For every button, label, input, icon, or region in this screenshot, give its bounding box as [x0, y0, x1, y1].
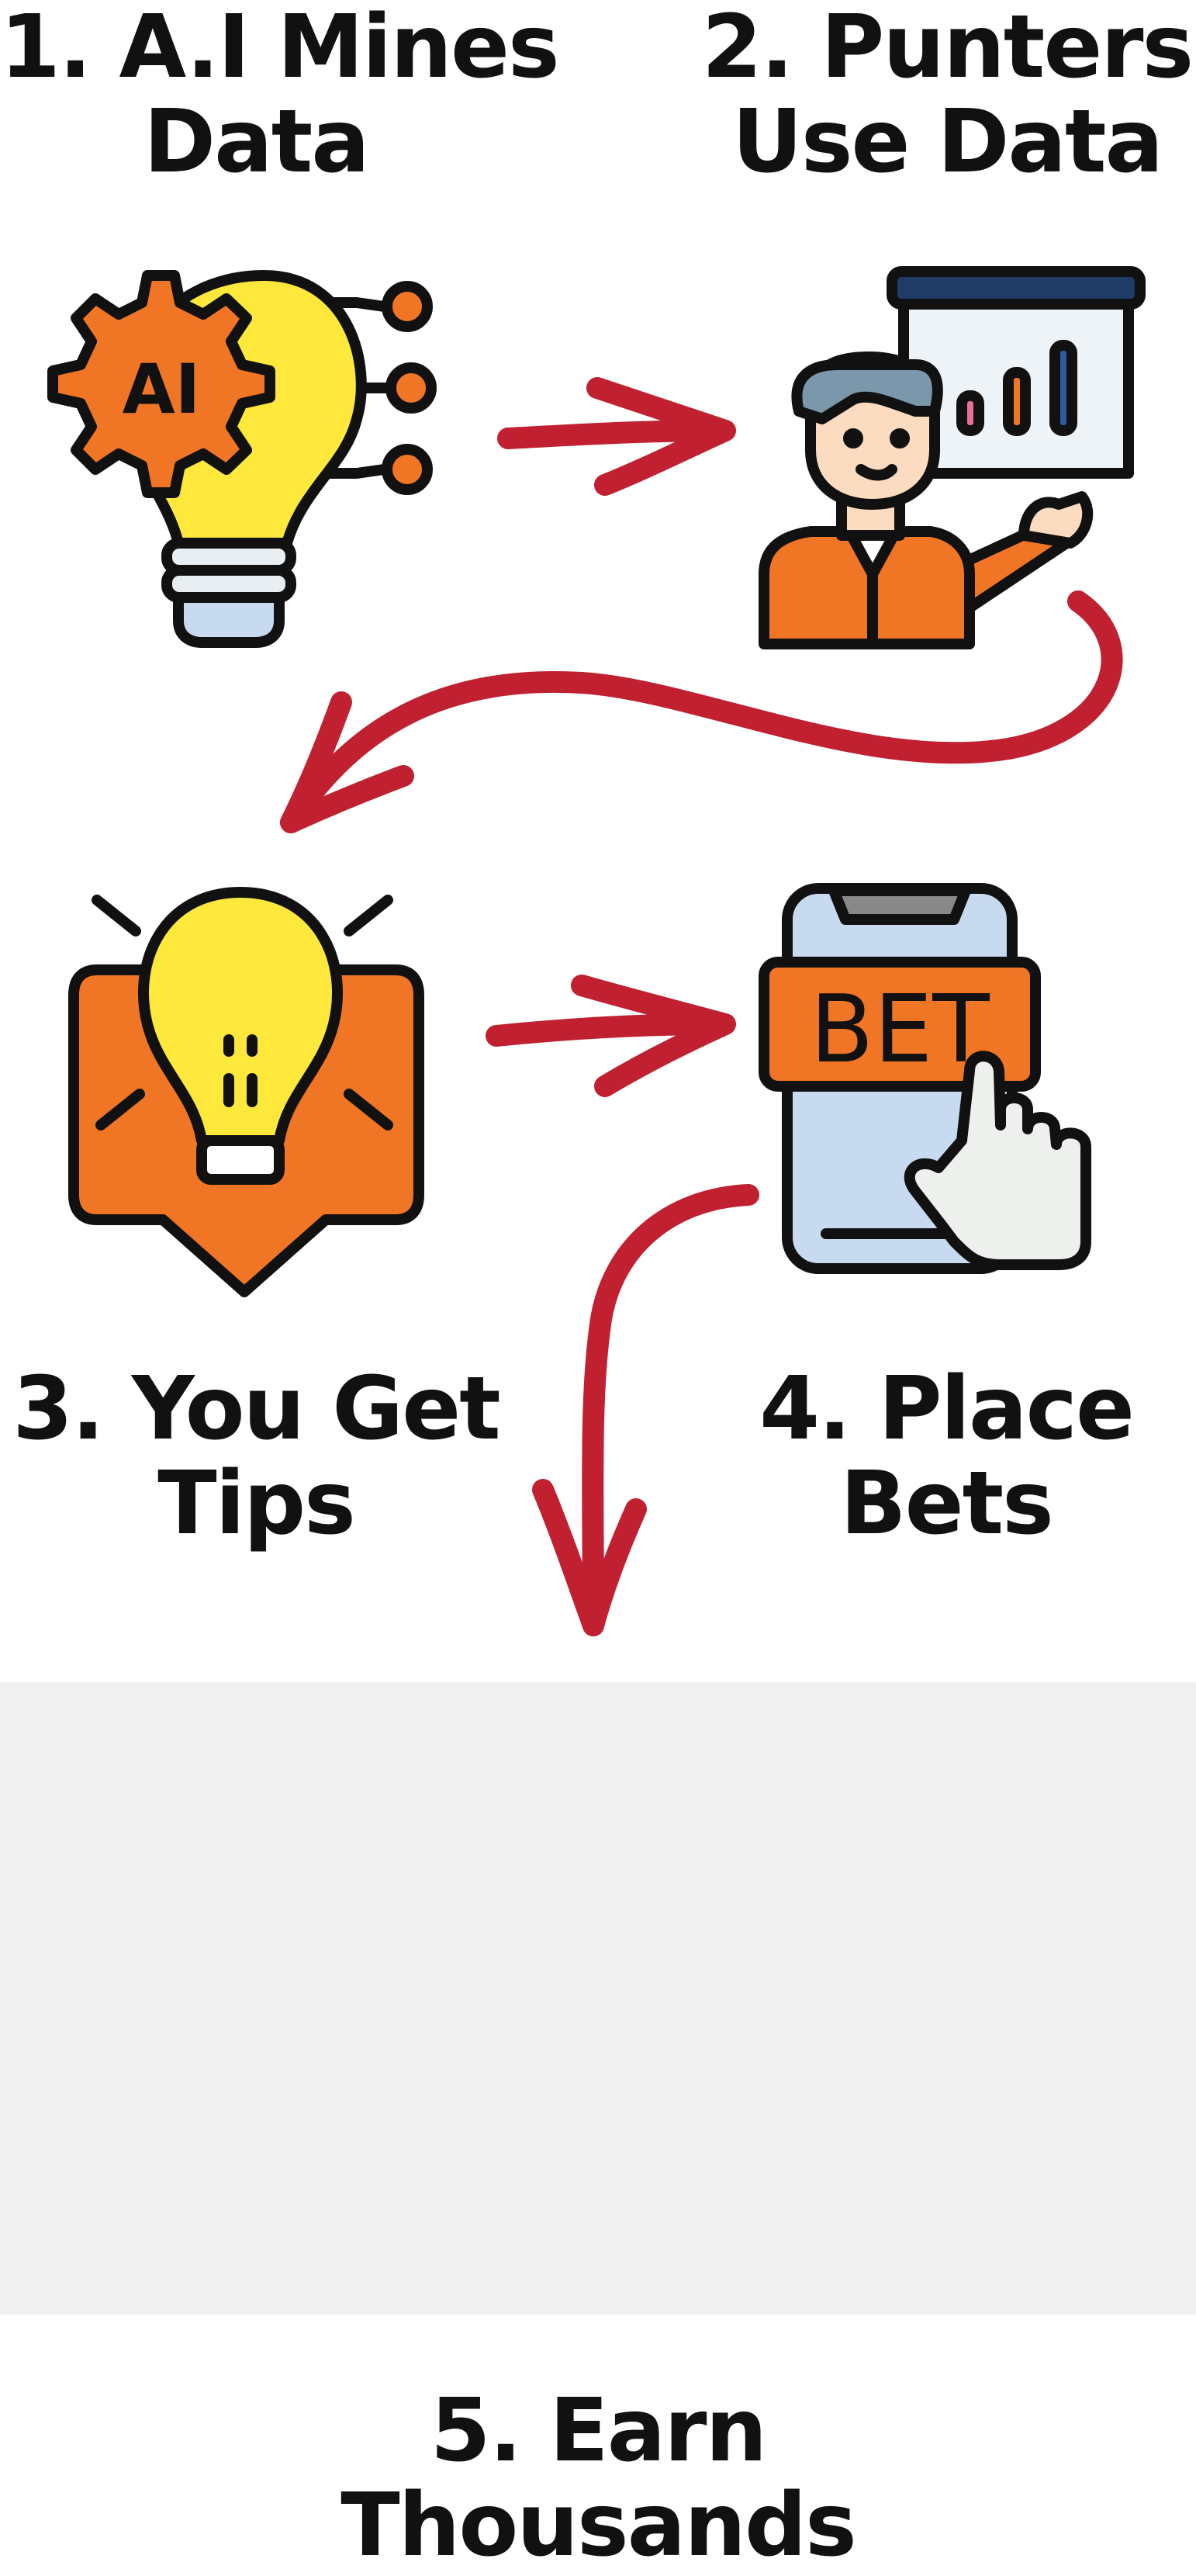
arrow-head-2-to-3 [280, 691, 414, 833]
idea-bubble-icon [68, 887, 424, 1297]
step-3-title-line-1: 3. You Get [12, 1359, 500, 1459]
ai-lightbulb-icon [47, 270, 437, 648]
arrow-head-4-to-5 [532, 1479, 647, 1636]
step-2-title: 2. Punters Use Data [698, 0, 1196, 189]
arrow-step-3-to-4 [486, 1013, 732, 1047]
arrow-step-1-to-2 [497, 420, 728, 449]
arrow-step-2-to-3 [280, 590, 1123, 833]
step-4-title: 4. Place Bets [745, 1362, 1148, 1551]
step-4-title-line-2: Bets [840, 1453, 1054, 1554]
step-5-title-line-1: 5. Earn [430, 2380, 768, 2481]
step-2-title-line-2: Use Data [731, 92, 1163, 192]
arrow-head-1-to-2 [586, 377, 736, 496]
step-1-title-line-1: 1. A.I Mines [0, 0, 560, 98]
bet-label: BET [810, 976, 990, 1084]
step-1-title-line-2: Data [143, 92, 370, 192]
image-placeholder [0, 1682, 1196, 2315]
step-2-title-line-1: 2. Punters [701, 0, 1194, 98]
arrow-head-3-to-4 [571, 975, 736, 1097]
step-3-title-line-2: Tips [157, 1453, 356, 1554]
step-5-title-line-2: Thousands [340, 2475, 857, 2576]
step-4-title-line-1: 4. Place [759, 1359, 1135, 1459]
step-1-title: 1. A.I Mines Data [0, 0, 560, 192]
ai-label: AI [123, 349, 201, 429]
presenter-chart-icon [759, 266, 1146, 649]
step-3-title: 3. You Get Tips [0, 1362, 512, 1551]
step-5-title: 5. Earn Thousands [233, 2384, 963, 2573]
arrow-step-4-to-5 [582, 1184, 759, 1636]
phone-bet-icon [759, 883, 1091, 1274]
